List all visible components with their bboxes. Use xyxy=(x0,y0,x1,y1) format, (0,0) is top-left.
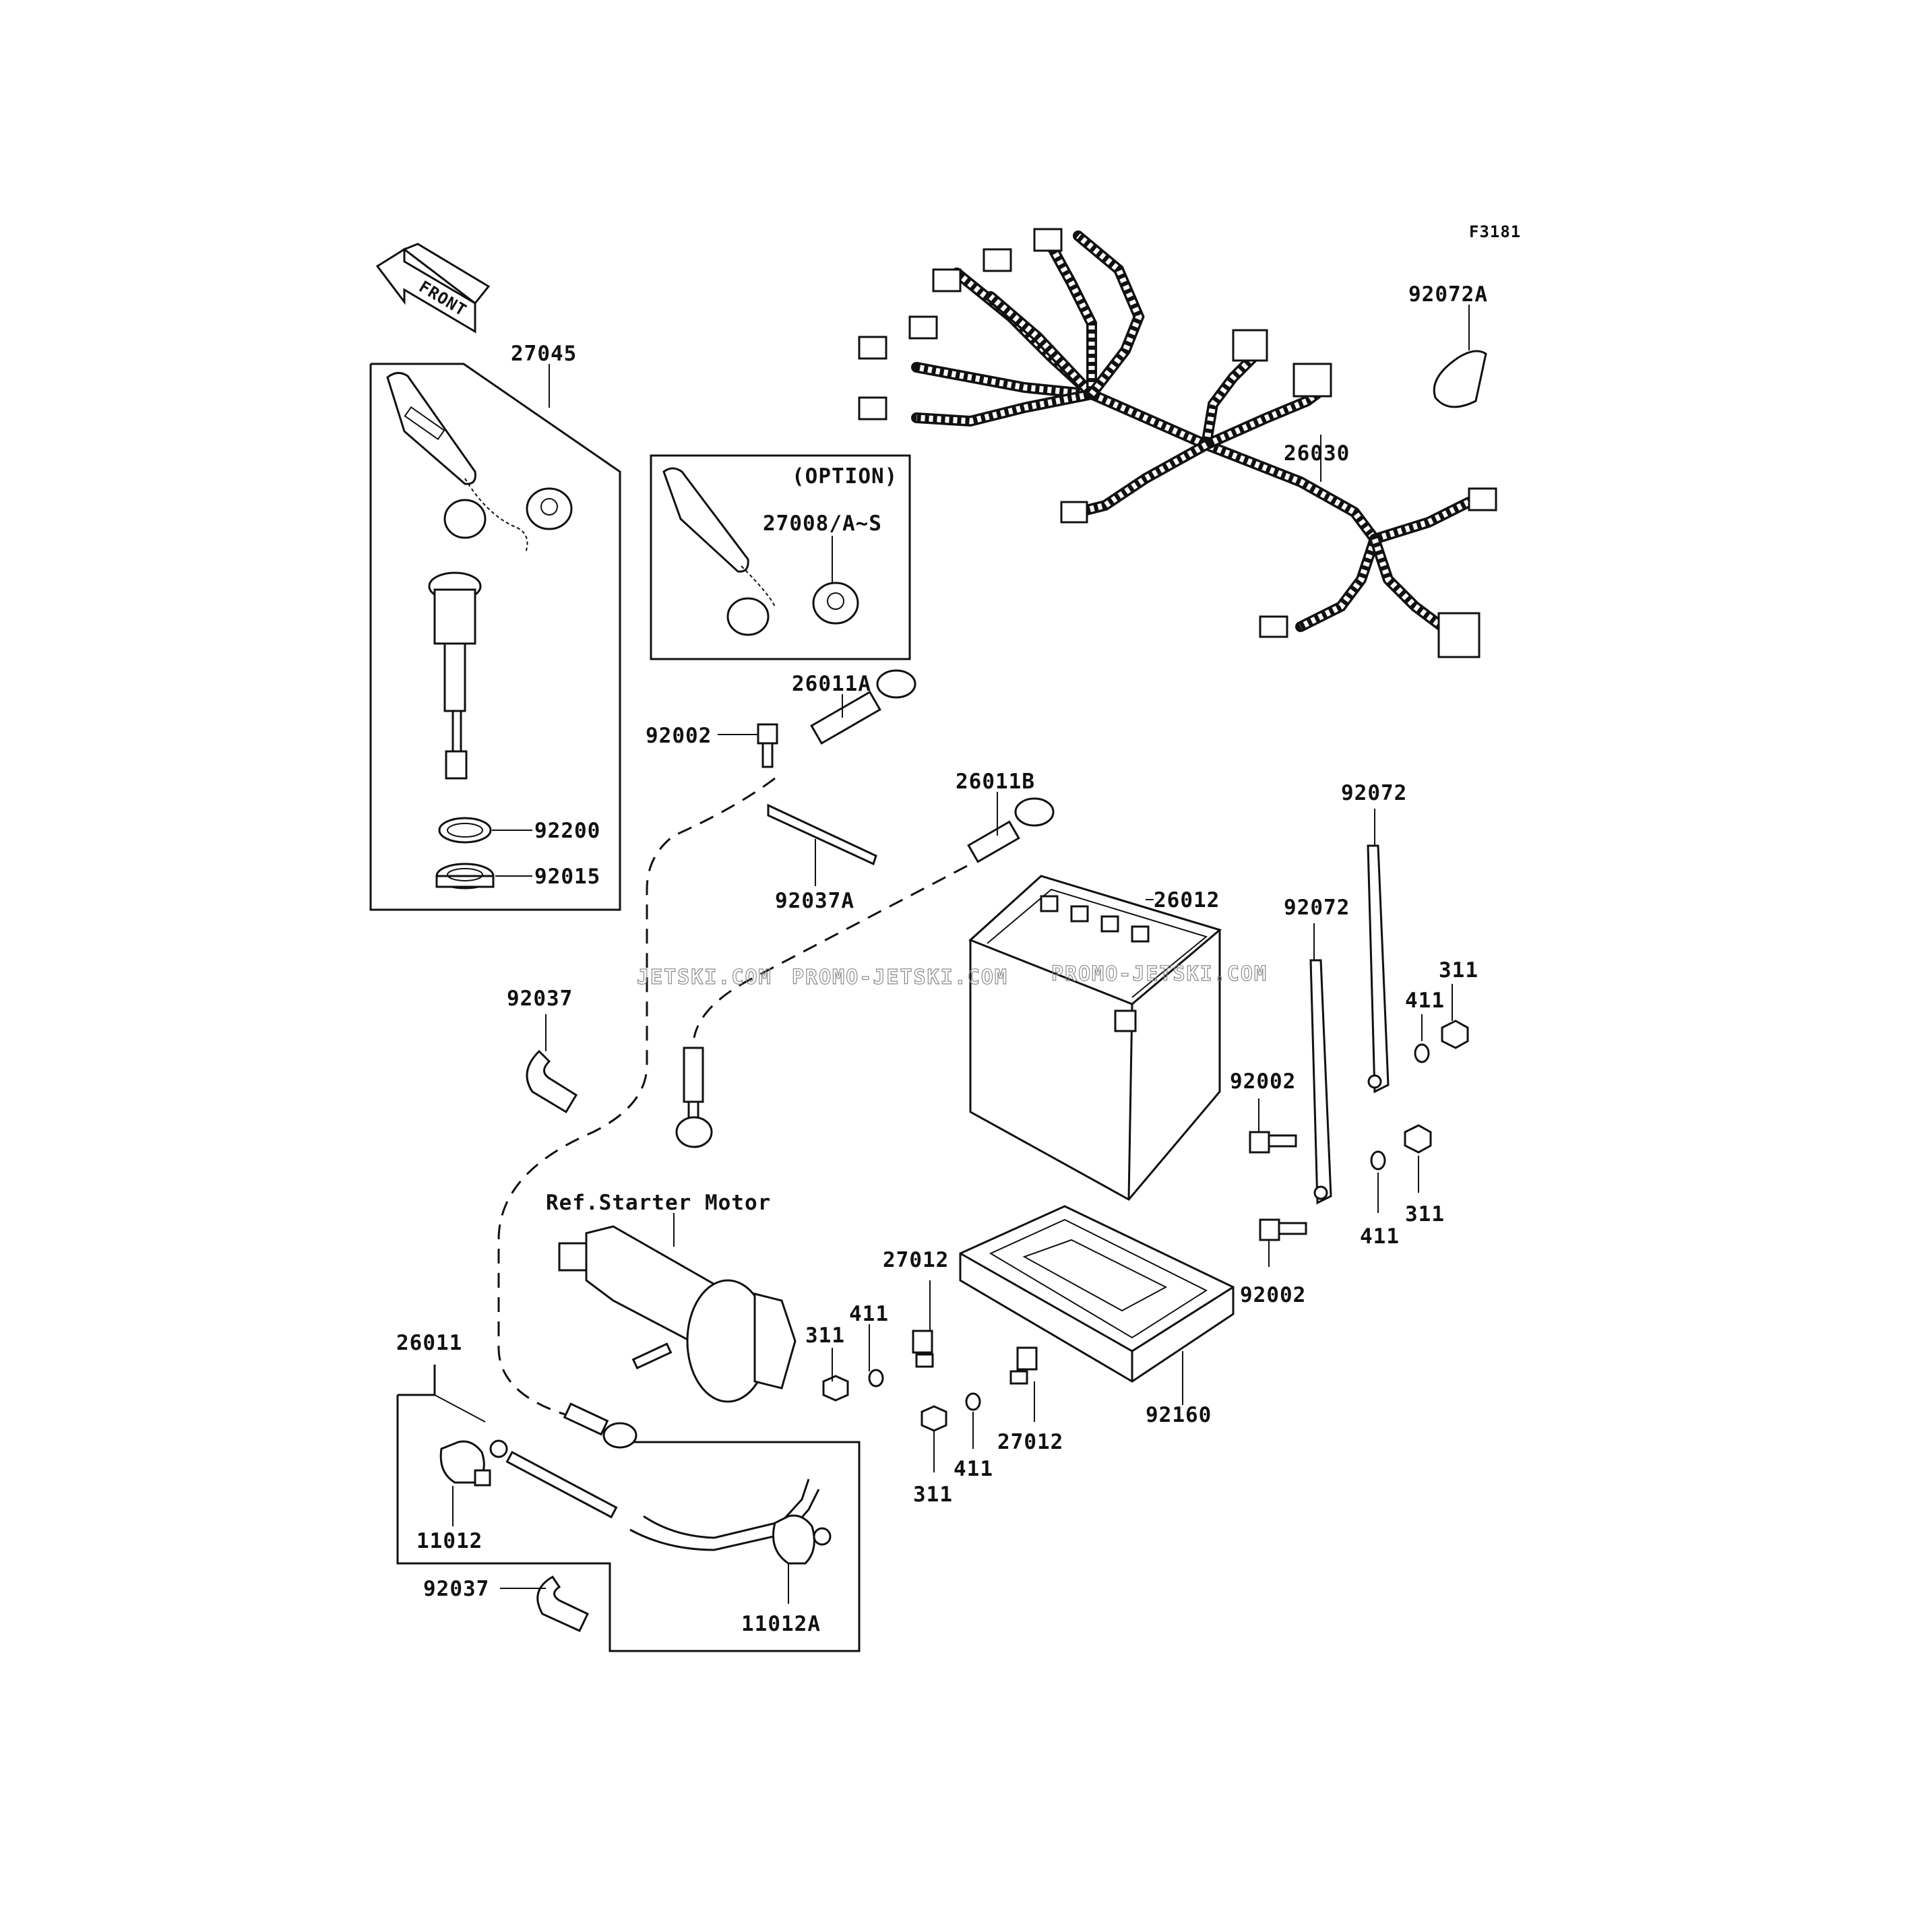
label-311-a: 311 xyxy=(1439,958,1478,983)
label-411-c: 411 xyxy=(849,1302,889,1326)
clamp-92037-top xyxy=(526,1014,578,1114)
watermark-3: PROMO-JETSKI.COM xyxy=(1051,962,1268,986)
label-26011: 26011 xyxy=(396,1331,462,1355)
strap-92037a xyxy=(767,803,877,886)
label-27008: 27008/A~S xyxy=(763,511,882,536)
label-92037-top: 92037 xyxy=(507,987,573,1011)
front-arrow-icon: FRONT xyxy=(375,243,491,334)
clamp-92037-bottom xyxy=(500,1576,590,1632)
label-11012: 11012 xyxy=(416,1529,482,1553)
starter-motor xyxy=(558,1213,797,1403)
cable-routing xyxy=(497,777,968,1423)
battery-26012 xyxy=(968,875,1222,1201)
figure-code: F3181 xyxy=(1469,222,1521,241)
label-92200: 92200 xyxy=(534,819,600,843)
battery-cable-box xyxy=(396,1365,861,1652)
wiring-harness xyxy=(858,228,1497,658)
hardware-right xyxy=(1249,984,1469,1267)
label-92072-a: 92072 xyxy=(1341,781,1407,805)
label-92072a: 92072A xyxy=(1408,282,1488,307)
label-26011a: 26011A xyxy=(792,672,871,696)
cable-26011a xyxy=(810,669,916,745)
option-kit-box xyxy=(650,454,911,660)
label-411-a: 411 xyxy=(1405,989,1445,1013)
bolt-92002-top xyxy=(718,723,778,768)
label-411-b: 411 xyxy=(1360,1224,1400,1249)
label-92002-b: 92002 xyxy=(1240,1283,1306,1307)
option-label: (OPTION) xyxy=(792,464,898,489)
ref-starter-motor: Ref.Starter Motor xyxy=(546,1191,771,1215)
clamp-92072a xyxy=(1433,305,1487,408)
label-92015: 92015 xyxy=(534,865,600,889)
label-27012-b: 27012 xyxy=(997,1430,1063,1454)
strap-92072-b xyxy=(1309,923,1332,1205)
label-11012a: 11012A xyxy=(741,1612,821,1636)
label-92160: 92160 xyxy=(1146,1403,1212,1427)
label-92002-a: 92002 xyxy=(1230,1069,1296,1094)
label-26030: 26030 xyxy=(1284,441,1350,466)
hardware-center xyxy=(822,1280,1038,1472)
label-26011b: 26011B xyxy=(956,770,1035,794)
label-311-b: 311 xyxy=(1405,1202,1445,1226)
ignition-kit-box xyxy=(369,363,621,911)
label-92002-top: 92002 xyxy=(646,724,712,748)
watermark-1: JETSKI.COM xyxy=(637,966,772,989)
label-311-d: 311 xyxy=(913,1483,953,1507)
label-26012: 26012 xyxy=(1154,888,1220,912)
label-92072-b: 92072 xyxy=(1284,896,1350,920)
watermark-2: PROMO-JETSKI.COM xyxy=(792,966,1008,989)
label-311-c: 311 xyxy=(805,1323,845,1348)
label-27012-a: 27012 xyxy=(883,1248,949,1272)
label-411-d: 411 xyxy=(954,1457,993,1481)
battery-tray-92160 xyxy=(959,1205,1235,1405)
strap-92072-a xyxy=(1367,809,1390,1094)
label-27045: 27045 xyxy=(511,342,577,366)
terminal-lead xyxy=(675,1047,713,1148)
label-92037a: 92037A xyxy=(775,889,854,913)
label-92037-bottom: 92037 xyxy=(423,1577,489,1601)
cable-26011b xyxy=(967,792,1055,863)
